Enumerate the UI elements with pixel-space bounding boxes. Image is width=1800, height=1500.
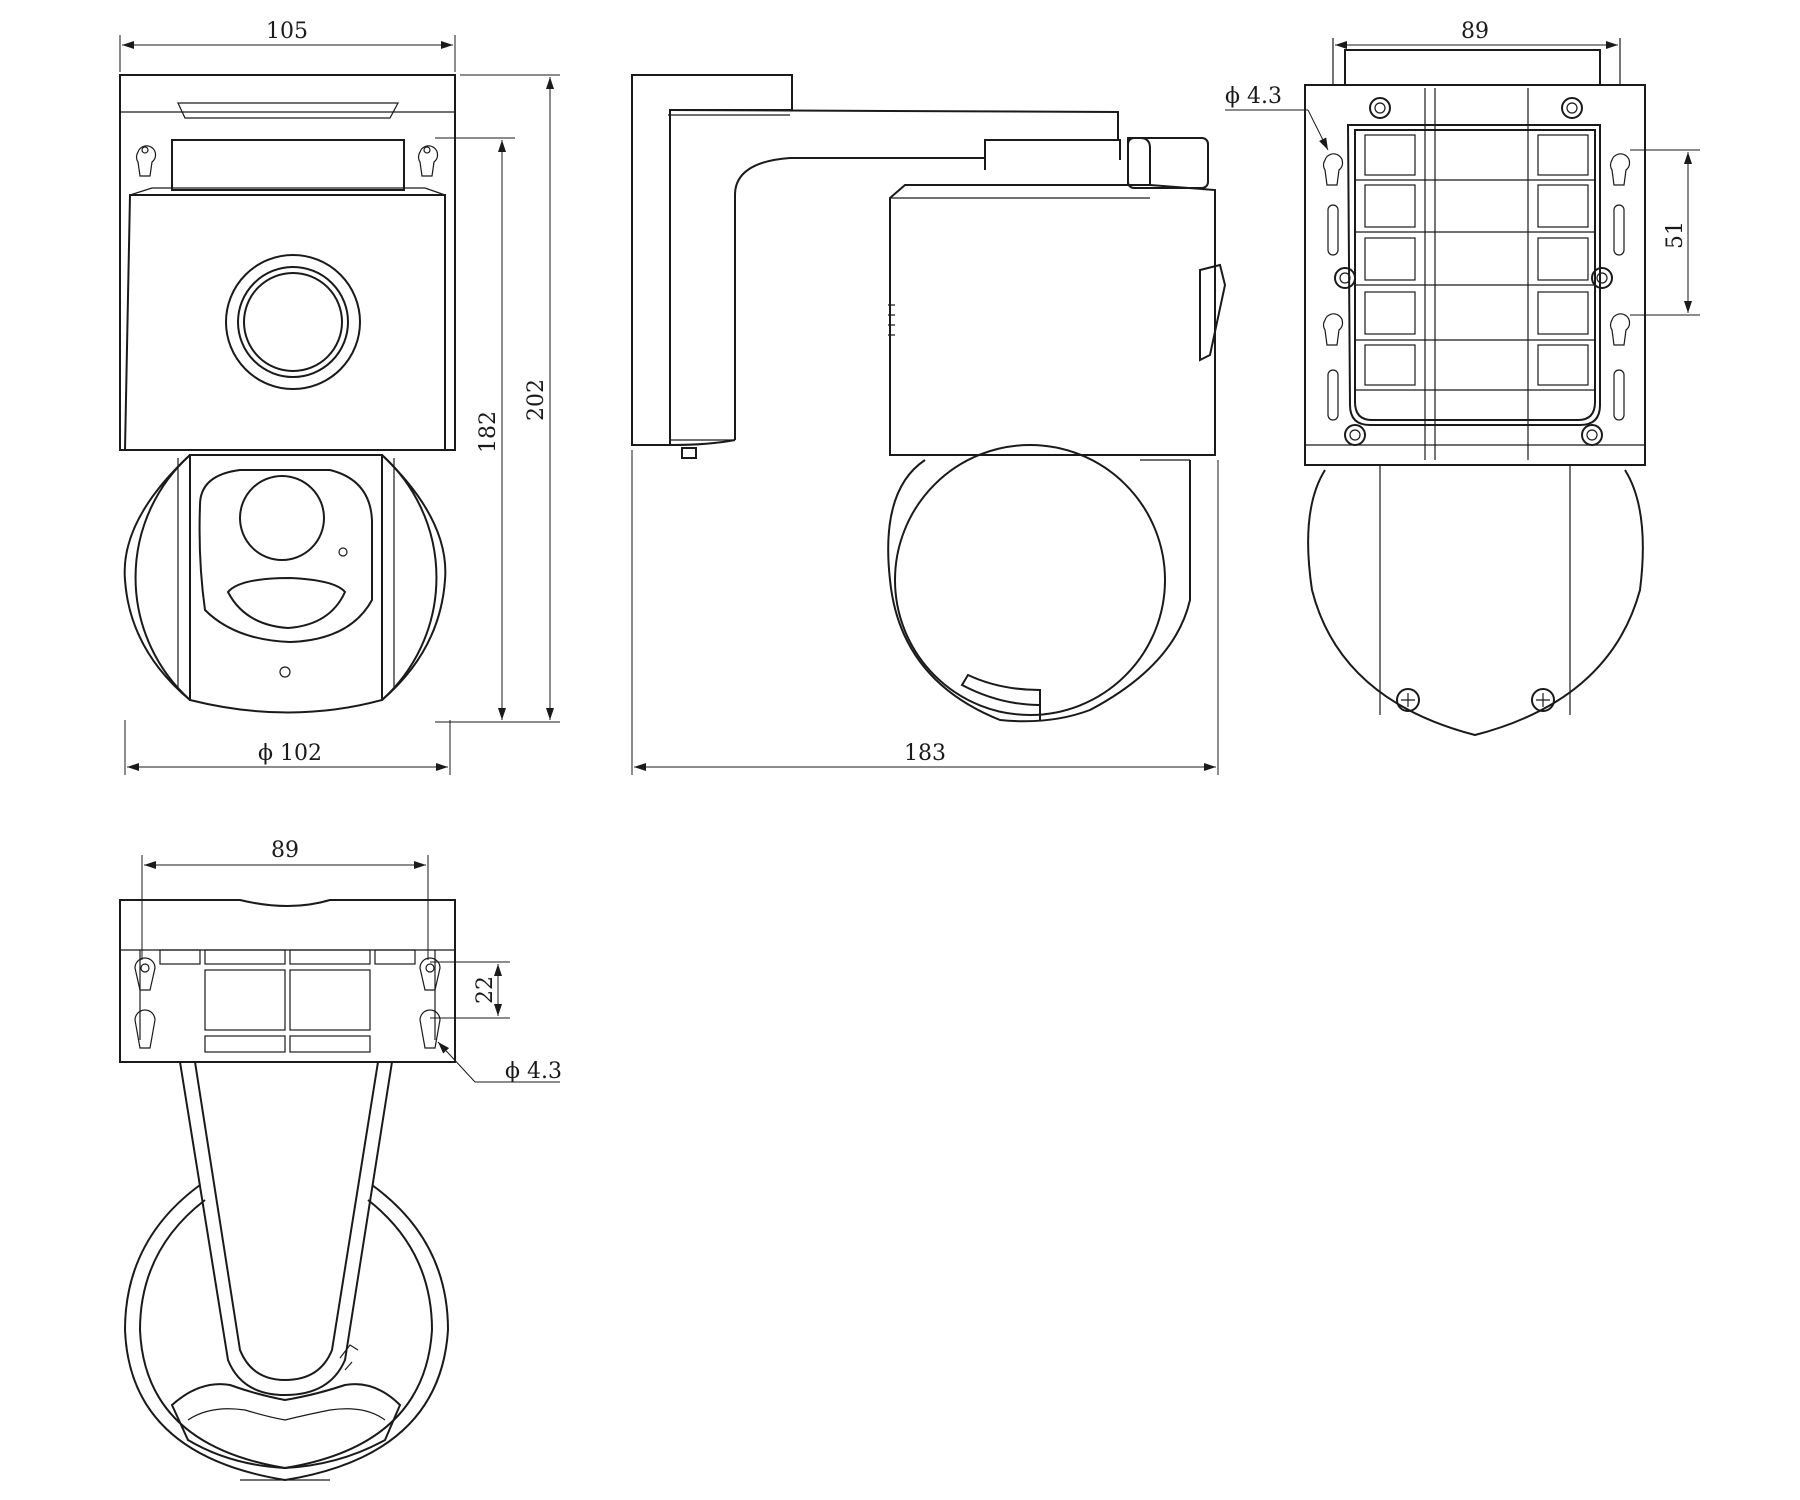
top-width-label: 89 (271, 838, 299, 863)
front-upper-lens (225, 254, 361, 390)
front-width-dimension: 105 (119, 19, 456, 72)
front-height-total-label: 202 (524, 379, 549, 421)
rear-width-dimension: 89 (1335, 19, 1618, 49)
top-hole-spacing-label: 22 (473, 976, 498, 1004)
top-hole-spacing-dimension: 22 (430, 961, 510, 1019)
side-camera-housing (888, 137, 1227, 456)
front-keyhole-left (135, 145, 157, 177)
rear-keyholes (1322, 153, 1631, 421)
rear-mount-plate (1304, 38, 1646, 466)
side-depth-label: 183 (904, 741, 946, 766)
side-depth-dimension: 183 (631, 450, 1219, 775)
rear-grid (1364, 134, 1589, 386)
front-height-inner-dimension: 182 (435, 137, 515, 723)
rear-hole-spacing-dimension: 51 (1630, 149, 1700, 316)
top-dome (123, 1184, 450, 1482)
rear-hole-diameter-dimension: ϕ 4.3 (1225, 84, 1329, 151)
rear-view (1304, 38, 1646, 737)
front-height-total-dimension: 202 (460, 74, 560, 723)
top-mount-plate (119, 899, 456, 1063)
top-keyholes (134, 957, 441, 1049)
front-camera-upper-housing (123, 187, 446, 451)
rear-hole-spacing-label: 51 (1663, 221, 1688, 249)
front-lower-lens (226, 475, 348, 678)
front-ptz-dome (123, 454, 447, 714)
top-arm (179, 1061, 393, 1397)
top-view (119, 899, 456, 1482)
front-diameter-dimension: ϕ 102 (124, 720, 451, 775)
rear-bottom-screws (1396, 688, 1555, 712)
rear-hole-diameter-label: ϕ 4.3 (1225, 84, 1282, 109)
top-hole-diameter-dimension: ϕ 4.3 (437, 1041, 562, 1084)
rear-screw-bosses (1334, 97, 1613, 446)
front-view (119, 74, 456, 714)
side-ptz-dome (887, 444, 1191, 723)
top-hole-diameter-label: ϕ 4.3 (505, 1059, 562, 1084)
rear-ptz-dome (1307, 465, 1644, 737)
front-width-label: 105 (266, 19, 308, 44)
side-view (631, 74, 1227, 723)
front-diameter-label: ϕ 102 (258, 741, 322, 766)
side-wall-bracket (631, 74, 1121, 459)
rear-width-label: 89 (1461, 19, 1489, 44)
front-height-inner-label: 182 (476, 411, 501, 453)
top-width-dimension: 89 (141, 838, 429, 960)
front-keyhole-right (417, 145, 439, 177)
